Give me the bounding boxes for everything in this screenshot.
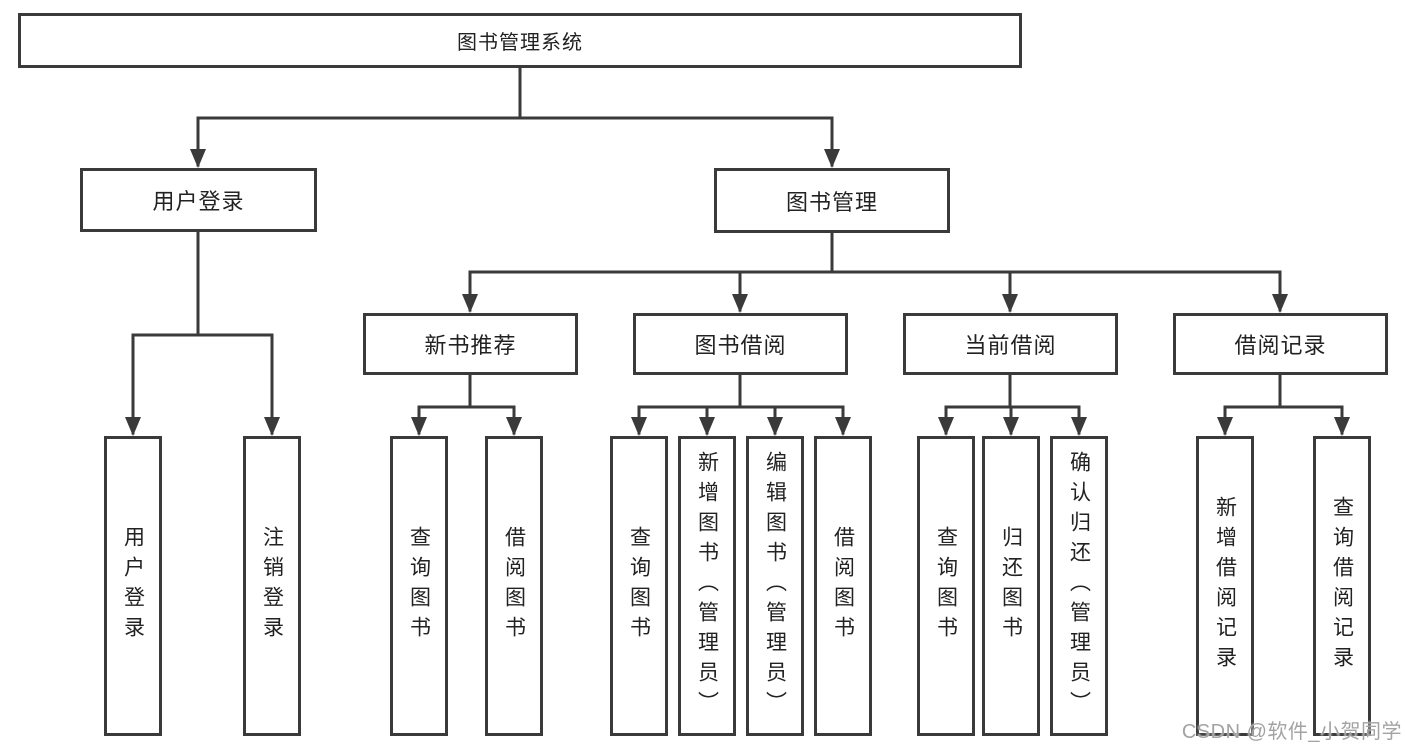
node-label: 查询图书 xyxy=(407,526,431,646)
node-label: 新增借阅记录 xyxy=(1213,496,1237,676)
node-book-borrowing: 图书借阅 xyxy=(633,313,848,375)
node-leaf-query-borrow-record: 查询借阅记录 xyxy=(1313,436,1371,736)
node-label: 归还图书 xyxy=(999,526,1023,646)
node-leaf-borrow-books: 借阅图书 xyxy=(485,436,543,736)
node-label: 新增图书（管理员） xyxy=(695,451,719,721)
node-label: 当前借阅 xyxy=(964,333,1057,358)
node-leaf-query-books: 查询图书 xyxy=(390,436,448,736)
node-label: 编辑图书（管理员） xyxy=(763,451,787,721)
node-leaf-user-login: 用户登录 xyxy=(104,436,162,736)
node-label: 注销登录 xyxy=(260,526,284,646)
node-library-management-system: 图书管理系统 xyxy=(18,13,1022,68)
node-label: 借阅图书 xyxy=(502,526,526,646)
node-leaf-edit-books-admin: 编辑图书（管理员） xyxy=(746,436,804,736)
node-label: 借阅图书 xyxy=(831,526,855,646)
watermark: CSDN @软件_小贺同学 xyxy=(1181,721,1402,743)
node-label: 图书管理 xyxy=(785,189,878,215)
node-leaf-confirm-return-admin: 确认归还（管理员） xyxy=(1050,436,1108,736)
node-book-management: 图书管理 xyxy=(714,168,950,233)
node-label: 用户登录 xyxy=(152,189,245,214)
node-new-book-recommendation: 新书推荐 xyxy=(363,313,578,375)
node-leaf-query-books: 查询图书 xyxy=(917,436,975,736)
node-borrowing-records: 借阅记录 xyxy=(1173,313,1388,375)
node-leaf-add-borrow-record: 新增借阅记录 xyxy=(1196,436,1254,736)
node-leaf-borrow-books: 借阅图书 xyxy=(814,436,872,736)
node-label: 新书推荐 xyxy=(424,333,517,358)
node-leaf-query-books: 查询图书 xyxy=(610,436,668,736)
node-label: 图书管理系统 xyxy=(457,32,583,54)
node-label: 查询借阅记录 xyxy=(1330,496,1354,676)
node-leaf-add-books-admin: 新增图书（管理员） xyxy=(678,436,736,736)
node-label: 查询图书 xyxy=(627,526,651,646)
node-user-login: 用户登录 xyxy=(80,168,317,232)
node-leaf-return-books: 归还图书 xyxy=(982,436,1040,736)
node-leaf-logout: 注销登录 xyxy=(243,436,301,736)
node-label: 查询图书 xyxy=(934,526,958,646)
node-label: 用户登录 xyxy=(121,526,145,646)
node-current-borrowing: 当前借阅 xyxy=(903,313,1118,375)
node-label: 确认归还（管理员） xyxy=(1067,451,1091,721)
node-label: 图书借阅 xyxy=(694,333,787,358)
node-label: 借阅记录 xyxy=(1234,333,1327,358)
